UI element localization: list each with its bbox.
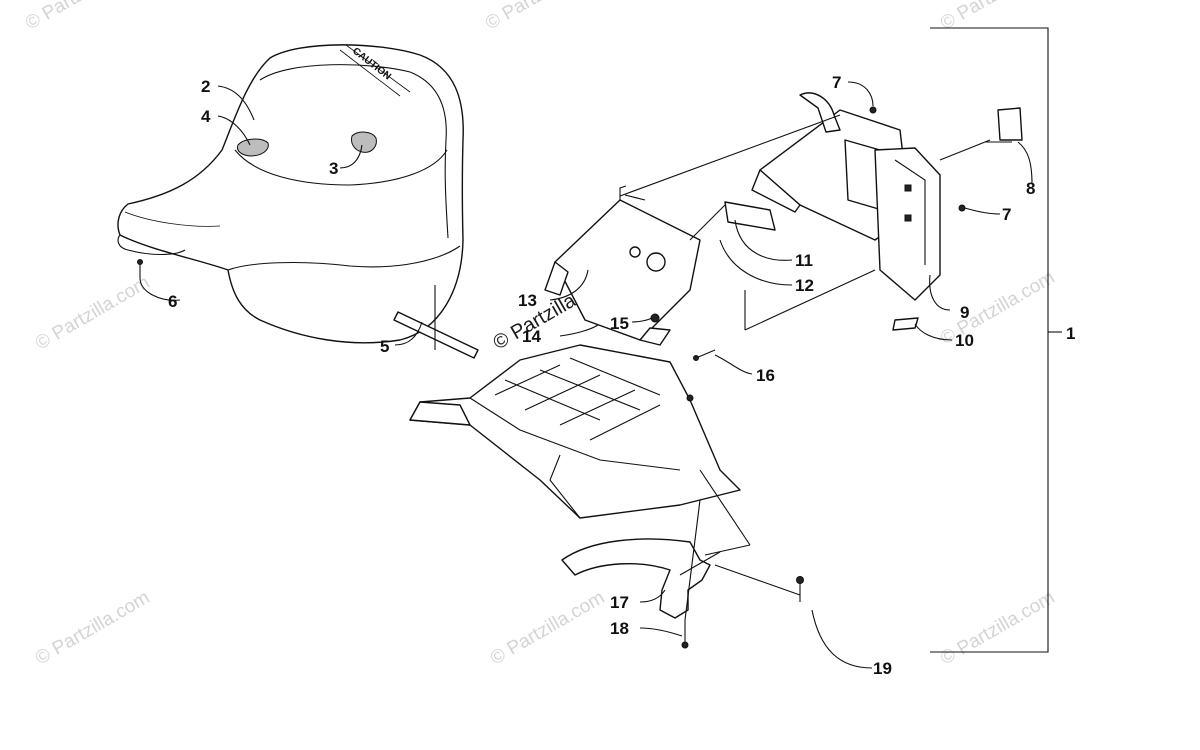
screw-6 — [137, 259, 143, 278]
watermark: © Partzilla.com — [937, 0, 1058, 34]
callout-13: 13 — [518, 291, 537, 310]
nut-15 — [650, 313, 660, 323]
callout-12: 12 — [795, 276, 814, 295]
callout-9: 9 — [960, 303, 969, 322]
leader-lines — [139, 81, 1033, 669]
assembly-lines — [619, 114, 991, 621]
callout-5: 5 — [380, 337, 389, 356]
watermark: © Partzilla.com — [32, 587, 153, 669]
callout-14: 14 — [522, 327, 541, 346]
callout-3: 3 — [329, 159, 338, 178]
callout-16: 16 — [756, 366, 775, 385]
callout-4: 4 — [201, 107, 211, 126]
pin-16 — [693, 349, 716, 361]
callout-7-right: 7 — [1002, 205, 1011, 224]
seat-mount-bracket — [544, 185, 701, 346]
callout-18: 18 — [610, 619, 629, 638]
callout-labels: 1 2 3 4 5 6 7 7 8 9 10 11 12 13 14 15 16… — [168, 73, 1075, 678]
callout-1: 1 — [1066, 324, 1075, 343]
callout-2: 2 — [201, 77, 210, 96]
watermark: © Partzilla.com — [22, 0, 143, 34]
seat-base — [409, 344, 741, 519]
callout-10: 10 — [955, 331, 974, 350]
grab-handle — [561, 538, 721, 619]
callout-17: 17 — [610, 593, 629, 612]
callout-15: 15 — [610, 314, 629, 333]
rear-rack-assembly — [724, 92, 1023, 331]
callout-11: 11 — [795, 251, 813, 270]
assembly-bracket-1 — [930, 27, 1062, 653]
seat-cover: CAUTION — [117, 44, 464, 344]
bolt-18 — [681, 620, 689, 649]
watermark: © Partzilla.com — [32, 272, 153, 354]
callout-19: 19 — [873, 659, 892, 678]
bolt-19 — [796, 576, 804, 602]
seat-strap — [393, 285, 479, 359]
callout-6: 6 — [168, 292, 177, 311]
watermark: © Partzilla.com — [482, 0, 603, 34]
callout-8: 8 — [1026, 179, 1035, 198]
watermark: © Partzilla.com — [487, 587, 608, 669]
watermark: © Partzilla.com — [937, 587, 1058, 669]
callout-7-top: 7 — [832, 73, 841, 92]
